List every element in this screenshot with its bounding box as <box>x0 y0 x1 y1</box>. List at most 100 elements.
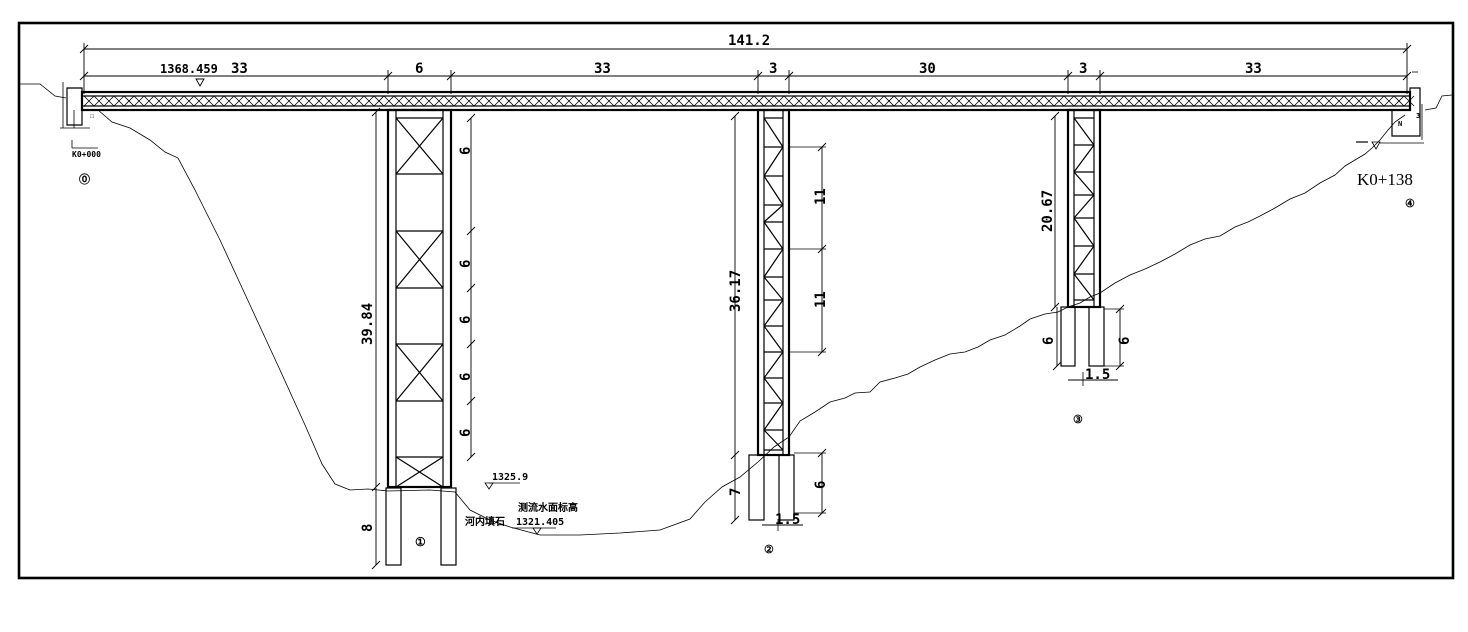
water-level-annotation: 1325.9 测流水面标高 1321.405 河内填石 <box>465 472 578 535</box>
truss-member <box>1393 95 1405 107</box>
pier-2-seg-1: 11 <box>813 188 829 205</box>
truss-member <box>733 95 745 107</box>
truss-member <box>303 95 315 107</box>
truss-member <box>763 117 784 148</box>
truss-member <box>1343 95 1355 107</box>
truss-member <box>1113 95 1125 107</box>
truss-member <box>513 95 525 107</box>
truss-member <box>1303 95 1315 107</box>
span-4-label: 3 <box>769 61 777 77</box>
truss-member <box>1403 95 1415 107</box>
truss-member <box>1073 194 1095 219</box>
svg-text:☐: ☐ <box>90 112 94 120</box>
truss-member <box>1073 245 1095 275</box>
pier-1: 39.84 8 6 6 6 6 6 ① <box>360 107 476 570</box>
truss-member <box>1243 95 1255 107</box>
truss-member <box>1013 95 1025 107</box>
truss-member <box>583 95 595 107</box>
truss-member <box>953 95 965 107</box>
truss-member <box>763 248 784 278</box>
span-dimensions: 1368.459 33 6 33 3 30 3 33 <box>79 61 1412 94</box>
truss-member <box>173 95 185 107</box>
pier-label-0: ⓪ <box>79 172 90 186</box>
truss-member <box>1073 117 1095 146</box>
truss-member <box>1183 95 1195 107</box>
deck-truss <box>80 90 1415 112</box>
elevation-mark-label: 1325.9 <box>492 472 528 483</box>
truss-member <box>763 95 775 107</box>
span-3-label: 33 <box>594 61 611 77</box>
truss-member <box>113 95 125 107</box>
truss-member <box>983 95 995 107</box>
truss-member <box>393 95 405 107</box>
truss-member <box>763 402 784 431</box>
truss-member <box>1073 95 1085 107</box>
truss-member <box>763 146 784 177</box>
truss-member <box>623 95 635 107</box>
truss-member <box>1263 95 1275 107</box>
truss-member <box>1053 95 1065 107</box>
truss-member <box>1093 95 1105 107</box>
overall-length-label: 141.2 <box>728 33 770 49</box>
truss-member <box>943 95 955 107</box>
truss-member <box>1193 95 1205 107</box>
truss-member <box>133 95 145 107</box>
truss-member <box>383 95 395 107</box>
truss-member <box>203 95 215 107</box>
riverbed-label: 河内填石 <box>465 515 505 528</box>
truss-member <box>1143 95 1155 107</box>
truss-member <box>123 95 135 107</box>
truss-member <box>673 95 685 107</box>
truss-member <box>503 95 515 107</box>
pier-2: 36.17 7 11 11 6 1.5 ② <box>728 108 829 556</box>
truss-member <box>783 95 795 107</box>
truss-member <box>743 95 755 107</box>
truss-member <box>463 95 475 107</box>
pier-label-2: ② <box>764 543 774 556</box>
truss-member <box>293 95 305 107</box>
truss-member <box>873 95 885 107</box>
pier-2-height-label: 36.17 <box>728 270 744 312</box>
truss-member <box>283 95 295 107</box>
pier-2-spacing-label: 1.5 <box>775 512 800 528</box>
truss-member <box>863 95 875 107</box>
truss-member <box>363 95 375 107</box>
truss-member <box>1133 95 1145 107</box>
pier-1-height-label: 39.84 <box>360 303 376 345</box>
pier-1-seg-5: 6 <box>458 429 474 437</box>
truss-member <box>1273 95 1285 107</box>
pier-2-seg-2: 11 <box>813 291 829 308</box>
span-1-label: 33 <box>231 61 248 77</box>
truss-member <box>1213 95 1225 107</box>
pier-label-1: ① <box>415 535 426 549</box>
truss-member <box>803 95 815 107</box>
truss-member <box>1073 217 1095 247</box>
truss-member <box>993 95 1005 107</box>
truss-member <box>1363 95 1375 107</box>
truss-member <box>1253 95 1265 107</box>
truss-member <box>843 95 855 107</box>
truss-member <box>913 95 925 107</box>
truss-member <box>763 175 784 206</box>
truss-member <box>1383 95 1395 107</box>
truss-member <box>233 95 245 107</box>
station-start-label: K0+000 <box>72 150 101 159</box>
truss-member <box>1333 95 1345 107</box>
pier-1-seg-1: 6 <box>458 147 474 155</box>
truss-member <box>753 95 765 107</box>
truss-member <box>1043 95 1055 107</box>
truss-member <box>933 95 945 107</box>
svg-text:N: N <box>1398 120 1402 128</box>
span-6-label: 3 <box>1079 61 1087 77</box>
truss-member <box>373 95 385 107</box>
pier-3-foundation-left-label: 6 <box>1041 337 1057 345</box>
truss-member <box>83 95 95 107</box>
truss-member <box>703 95 715 107</box>
truss-member <box>763 377 784 404</box>
truss-member <box>1283 95 1295 107</box>
truss-member <box>533 95 545 107</box>
truss-member <box>473 95 485 107</box>
truss-member <box>553 95 565 107</box>
svg-text:3: 3 <box>1416 112 1420 120</box>
